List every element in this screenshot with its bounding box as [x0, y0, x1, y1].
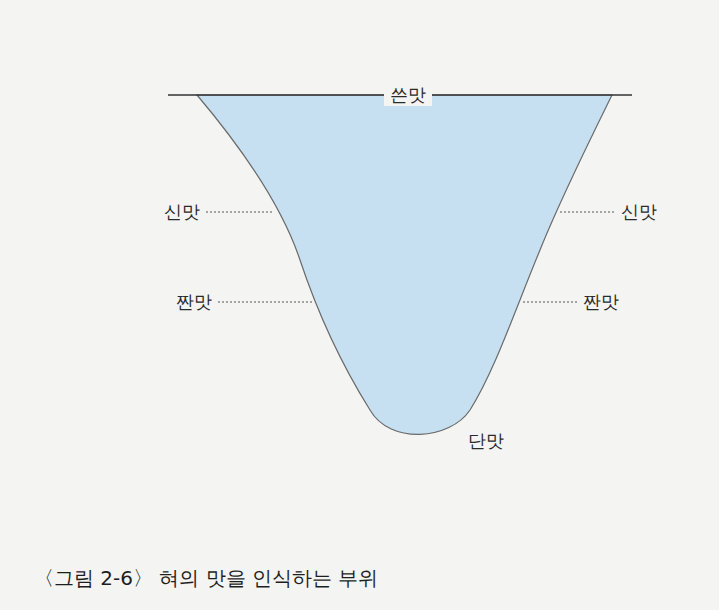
- figure-caption: 〈그림 2-6〉 혀의 맛을 인식하는 부위: [34, 566, 378, 590]
- taste-label: 신맛: [621, 201, 657, 223]
- tongue-shape: [197, 95, 612, 434]
- taste-label: 짠맛: [583, 291, 619, 313]
- taste-label: 쓴맛: [384, 84, 432, 106]
- taste-label: 단맛: [468, 430, 504, 452]
- leader-line: [218, 301, 312, 302]
- leader-line: [206, 211, 273, 212]
- leader-line: [523, 301, 577, 302]
- taste-label: 신맛: [164, 201, 200, 223]
- taste-label: 짠맛: [176, 291, 212, 313]
- leader-line: [560, 211, 615, 212]
